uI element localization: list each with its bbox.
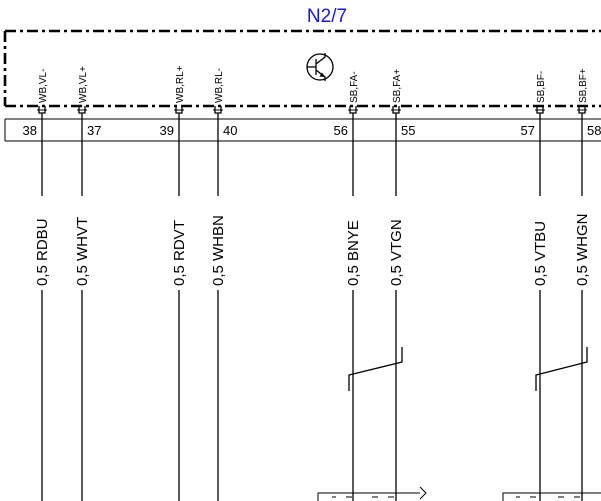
module-title: N2/7 bbox=[307, 6, 347, 27]
connection-pin-37: WB,VL+ 37 0,5 WHVT bbox=[74, 66, 101, 501]
module-boundary bbox=[3, 29, 601, 108]
signal-label: WB,VL+ bbox=[78, 66, 89, 103]
pin-number: 38 bbox=[23, 123, 37, 138]
signal-label: SB,BF- bbox=[536, 71, 547, 103]
pin-number: 39 bbox=[160, 123, 174, 138]
wire-label: 0,5 RDVT bbox=[171, 220, 188, 286]
signal-label: WB,RL- bbox=[214, 68, 225, 103]
wire-label: 0,5 WHVT bbox=[74, 217, 91, 286]
connections: WB,VL- 38 0,5 RDBU WB,VL+ 37 0,5 WHVT WB,RL+ 39… bbox=[23, 65, 601, 501]
twisted-pair-front bbox=[348, 347, 403, 391]
connection-pin-39: WB,RL+ 39 0,5 RDVT bbox=[160, 65, 188, 501]
pin-number: 56 bbox=[334, 123, 348, 138]
wire-label: 0,5 RDBU bbox=[34, 218, 51, 286]
signal-label: WB,RL+ bbox=[175, 65, 186, 103]
connection-pin-56: SB,FA- 56 0,5 BNYE bbox=[334, 71, 362, 501]
twisted-pair-rear bbox=[535, 347, 588, 391]
connection-pin-57: SB,BF- 57 0,5 VTBU bbox=[521, 71, 549, 501]
wire-label: 0,5 VTGN bbox=[388, 219, 405, 286]
pin-strip bbox=[4, 118, 601, 142]
transistor-icon bbox=[306, 53, 334, 81]
wire-label: 0,5 VTBU bbox=[532, 221, 549, 286]
wire-label: 0,5 WHBN bbox=[210, 215, 227, 286]
signal-label: SB,FA+ bbox=[392, 69, 403, 103]
connection-pin-58: SB,BF+ 58 0,5 WHGN bbox=[574, 68, 601, 501]
connection-pin-55: SB,FA+ 55 0,5 VTGN bbox=[388, 69, 415, 501]
wire-label: 0,5 WHGN bbox=[574, 213, 591, 286]
connection-pin-38: WB,VL- 38 0,5 RDBU bbox=[23, 69, 51, 501]
wire-label: 0,5 BNYE bbox=[345, 220, 362, 286]
pin-number: 55 bbox=[401, 123, 415, 138]
pin-number: 40 bbox=[223, 123, 237, 138]
connector-frame-front bbox=[317, 486, 427, 501]
signal-label: SB,BF+ bbox=[578, 68, 589, 103]
signal-label: SB,FA- bbox=[349, 71, 360, 103]
pin-number: 58 bbox=[587, 123, 601, 138]
connection-pin-40: WB,RL- 40 0,5 WHBN bbox=[210, 68, 237, 501]
signal-label: WB,VL- bbox=[38, 69, 49, 103]
pin-number: 37 bbox=[87, 123, 101, 138]
connector-frame-rear bbox=[502, 492, 601, 501]
pin-number: 57 bbox=[521, 123, 535, 138]
